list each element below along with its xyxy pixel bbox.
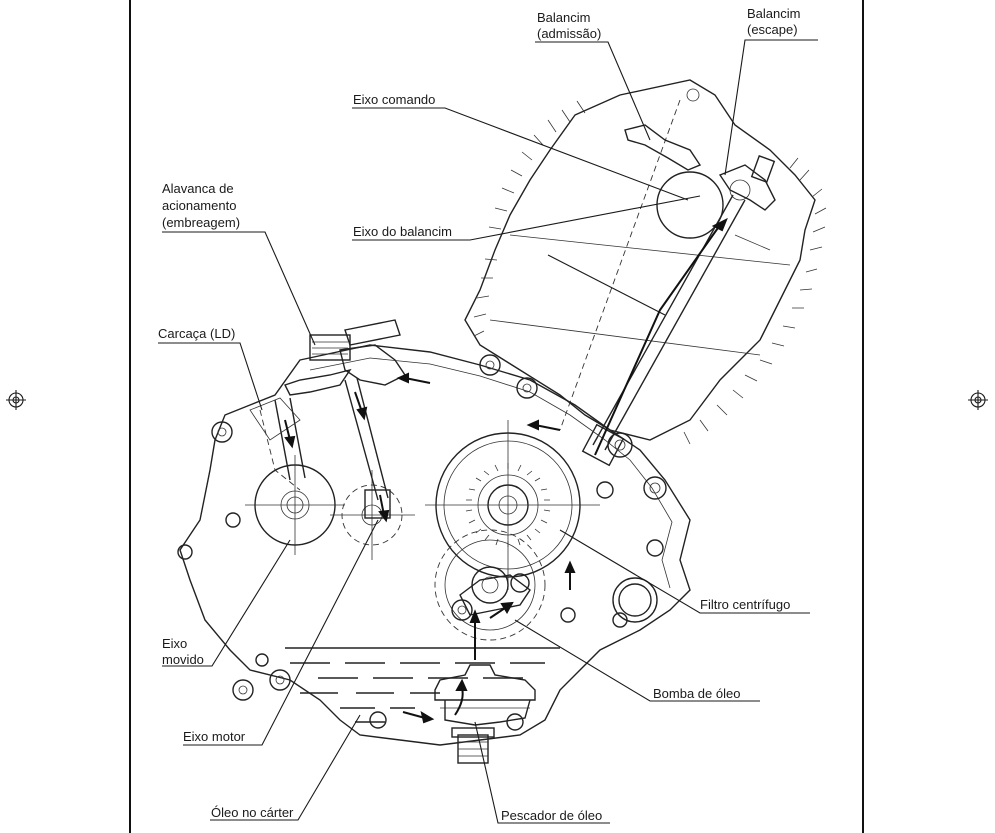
centrifugal-filter-drawing xyxy=(425,420,600,590)
label-eixo-movido-2: movido xyxy=(162,652,204,667)
leader-filtro xyxy=(559,529,810,614)
driven-shaft-drawing xyxy=(245,455,345,555)
leader-oleo-carter xyxy=(210,714,361,821)
leader-eixo-balancim xyxy=(352,195,701,241)
labels: Balancim (admissão) Balancim (escape) Ei… xyxy=(158,6,800,823)
label-pescador-oleo: Pescador de óleo xyxy=(501,808,602,823)
label-eixo-movido-1: Eixo xyxy=(162,636,187,651)
leader-eixo-balancim-2 xyxy=(547,254,666,316)
label-balancim-admissao-1: Balancim xyxy=(537,10,590,25)
leader-carcaca xyxy=(158,342,263,411)
leader-balancim-escape xyxy=(724,39,818,176)
label-eixo-motor: Eixo motor xyxy=(183,729,246,744)
oil-pump-drawing xyxy=(434,529,546,641)
label-alavanca-1: Alavanca de xyxy=(162,181,234,196)
label-alavanca-3: (embreagem) xyxy=(162,215,240,230)
leader-eixo-motor xyxy=(183,519,379,746)
label-balancim-escape-2: (escape) xyxy=(747,22,798,37)
label-oleo-carter: Óleo no cárter xyxy=(211,805,294,820)
label-balancim-escape-1: Balancim xyxy=(747,6,800,21)
cylinder-head-drawing xyxy=(464,79,827,467)
label-eixo-balancim: Eixo do balancim xyxy=(353,224,452,239)
oil-flow-arrows xyxy=(284,217,728,724)
registration-mark-right-icon xyxy=(968,390,988,410)
leader-pescador xyxy=(474,721,610,824)
registration-mark-left-icon xyxy=(6,390,26,410)
label-alavanca-2: acionamento xyxy=(162,198,236,213)
leader-balancim-admissao xyxy=(535,41,651,141)
main-shaft-drawing xyxy=(330,470,415,560)
label-filtro-centrifugo: Filtro centrífugo xyxy=(700,597,790,612)
clutch-lever-drawing xyxy=(249,319,407,519)
label-balancim-admissao-2: (admissão) xyxy=(537,26,601,41)
leader-alavanca xyxy=(162,231,316,346)
label-eixo-comando: Eixo comando xyxy=(353,92,435,107)
oil-strainer-drawing xyxy=(434,664,536,764)
crankcase-drawing xyxy=(177,344,691,746)
leader-bomba xyxy=(514,619,760,702)
leader-lines xyxy=(158,39,818,824)
engine-drawing xyxy=(177,79,827,764)
oil-sump-drawing xyxy=(285,647,560,723)
leader-eixo-comando xyxy=(352,107,689,201)
leader-eixo-movido xyxy=(162,539,291,667)
label-carcaca: Carcaça (LD) xyxy=(158,326,235,341)
label-bomba-oleo: Bomba de óleo xyxy=(653,686,740,701)
